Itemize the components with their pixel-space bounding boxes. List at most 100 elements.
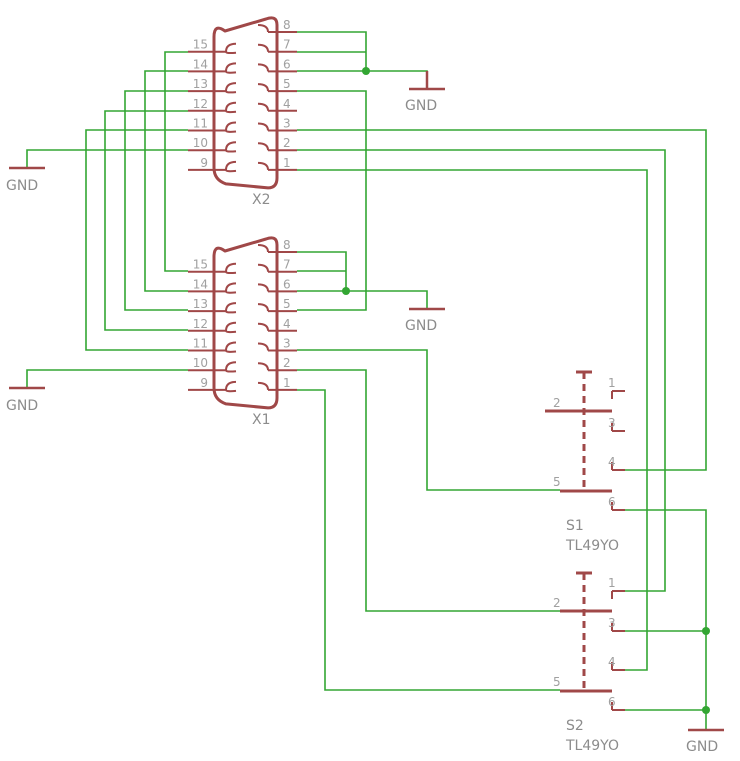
switch-pin-number: 3 xyxy=(608,616,616,630)
gnd-symbol-x1-right: GND xyxy=(405,307,445,334)
connector-pin-contact xyxy=(257,24,297,33)
connector-pin-number: 6 xyxy=(283,277,291,291)
junction-dot xyxy=(702,627,710,635)
connector-pin-number: 3 xyxy=(283,117,291,131)
connector-pin-number: 8 xyxy=(283,18,291,32)
gnd-label: GND xyxy=(686,739,718,755)
connector-pin-number: 14 xyxy=(193,57,208,71)
switch-pin-number: 5 xyxy=(553,475,561,489)
connector-pin-number: 5 xyxy=(283,77,291,91)
wire-x2-p10-gnd xyxy=(26,149,188,168)
junction-dot xyxy=(702,706,710,714)
connector-pin-number: 10 xyxy=(193,356,208,370)
wire-x2-p2-s2-p1 xyxy=(297,149,666,592)
switch-value-label: TL49YO xyxy=(565,538,619,554)
connector-pin-number: 9 xyxy=(200,376,208,390)
connector-pin-number: 13 xyxy=(193,77,208,91)
connector-ref-label: X1 xyxy=(252,412,271,428)
wire-x2-p8-gnd xyxy=(297,31,367,71)
connector-pin-contact xyxy=(257,161,297,171)
connector-pin-number: 12 xyxy=(193,317,208,331)
wire-x1-p2-s2-p2 xyxy=(297,369,560,612)
connector-pin-number: 14 xyxy=(193,277,208,291)
connector-pin-number: 15 xyxy=(193,38,208,52)
connector-pin-number: 4 xyxy=(283,317,291,331)
connector-pin-contact xyxy=(188,82,237,94)
switch-pin-number: 1 xyxy=(608,576,616,590)
switch-pin-number: 2 xyxy=(553,596,561,610)
gnd-label: GND xyxy=(6,398,38,414)
connector-pin-contact xyxy=(188,282,237,294)
gnd-symbol-x2-left: GND xyxy=(6,166,45,194)
switch-pin-number: 3 xyxy=(608,416,616,430)
switch-pin-number: 1 xyxy=(608,376,616,390)
connector-pin-number: 7 xyxy=(283,38,291,52)
connector-pin-number: 7 xyxy=(283,258,291,272)
wire-x2-p5-x1-p5 xyxy=(297,90,367,311)
connector-pin-number: 11 xyxy=(193,337,208,351)
connector-pin-contact xyxy=(257,322,297,332)
junctions xyxy=(342,67,710,714)
switch-pin-number: 4 xyxy=(608,455,616,469)
connector-pin-contact xyxy=(188,62,237,74)
connector-pin-number: 4 xyxy=(283,97,291,111)
connector-pin-number: 8 xyxy=(283,238,291,252)
connector-pin-number: 1 xyxy=(283,376,291,390)
connector-pin-contact xyxy=(257,43,297,53)
connector-pin-contact xyxy=(257,244,297,253)
connector-pin-number: 3 xyxy=(283,337,291,351)
connector-pin-number: 15 xyxy=(193,258,208,272)
wire-x2-gnd xyxy=(297,70,428,89)
gnd-symbol-x2-right: GND xyxy=(405,71,445,114)
connector-pin-contact xyxy=(188,361,237,373)
connector-pin-contact xyxy=(188,302,237,314)
connectors: 876543211514131211109X287654321151413121… xyxy=(188,16,297,428)
switch-s1: 1 2 3 4 5 6 S1 TL49YO xyxy=(545,370,625,554)
wire-x1-p10-gnd xyxy=(26,369,188,388)
wire-x1-p3-s1-p5 xyxy=(297,349,560,491)
connector-pin-contact xyxy=(257,381,297,391)
wire-x2-p11-x1-p11 xyxy=(85,129,188,351)
wire-s1-p6-gnd xyxy=(612,509,707,730)
connector-pin-number: 10 xyxy=(193,136,208,150)
connector-pin-number: 2 xyxy=(283,136,291,150)
connector-pin-number: 5 xyxy=(283,297,291,311)
connector-pin-contact xyxy=(257,142,297,152)
junction-dot xyxy=(342,287,350,295)
connector-pin-contact xyxy=(257,303,297,313)
connector-pin-contact xyxy=(257,122,297,132)
connector-pin-contact xyxy=(257,283,297,293)
connector-pin-contact xyxy=(188,160,237,173)
connector-pin-number: 6 xyxy=(283,57,291,71)
gnd-symbol-switches: GND xyxy=(686,728,724,755)
gnd-label: GND xyxy=(405,318,437,334)
switch-ref-label: S2 xyxy=(566,718,584,734)
connector-body xyxy=(212,236,279,410)
connector-pin-number: 9 xyxy=(200,156,208,170)
connector-pin-contact xyxy=(188,42,237,55)
connector-pin-contact xyxy=(257,263,297,273)
switch-ref-label: S1 xyxy=(566,518,584,534)
wire-x2-p3-s1-p4 xyxy=(297,129,707,471)
connector-pin-contact xyxy=(188,121,237,133)
connector-pin-contact xyxy=(188,321,237,334)
wires xyxy=(26,31,707,730)
gnd-label: GND xyxy=(6,178,38,194)
switch-pin-number: 4 xyxy=(608,655,616,669)
switch-value-label: TL49YO xyxy=(565,738,619,754)
wire-x2-p1-s2-p4 xyxy=(297,169,648,671)
connector-pin-contact xyxy=(188,341,237,353)
switch-s2: 1 2 3 4 5 6 S2 TL49YO xyxy=(553,571,625,754)
wire-x2-p15-x1-p15 xyxy=(164,51,188,272)
connector-pin-number: 12 xyxy=(193,97,208,111)
connector-pin-contact xyxy=(188,141,237,153)
switch-pin-number: 2 xyxy=(553,396,561,410)
gnd-label: GND xyxy=(405,98,437,114)
connector-pin-contact xyxy=(188,262,237,275)
wire-x1-gnd xyxy=(297,290,428,309)
connector-pin-number: 2 xyxy=(283,356,291,370)
connector-pin-contact xyxy=(188,380,237,393)
connector-ref-label: X2 xyxy=(252,192,271,208)
